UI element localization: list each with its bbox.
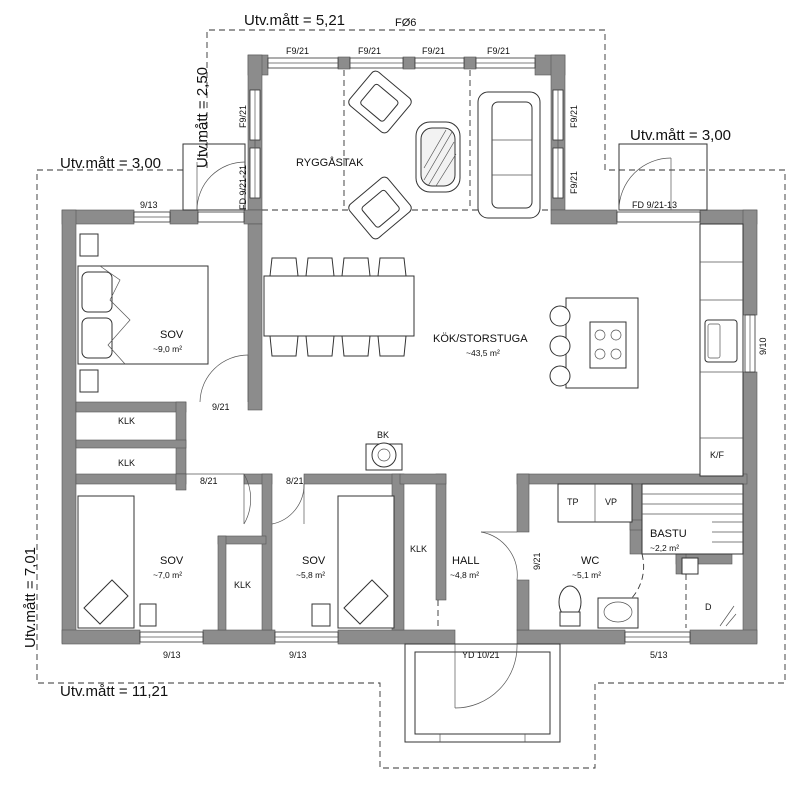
room-sov1-area: ~9,0 m² (153, 344, 182, 354)
main-windows (133, 211, 756, 643)
label-window-910: 9/10 (758, 337, 768, 355)
stove-symbol (365, 442, 403, 471)
label-fo6: FØ6 (395, 17, 416, 29)
roof-outline (36, 29, 786, 769)
closet-label-2: KLK (118, 458, 135, 468)
label-window-913-top: 9/13 (140, 200, 158, 210)
room-sov2-name: SOV (160, 555, 184, 567)
porch-top-windows (267, 57, 536, 69)
room-kitchen-name: KÖK/STORSTUGA (433, 333, 528, 345)
bed-single-1 (77, 495, 157, 629)
room-sov1-name: SOV (160, 329, 184, 341)
label-door-821-b: 8/21 (286, 476, 304, 486)
armchair-bottom (348, 176, 412, 240)
label-window-f921-right-1: F9/21 (569, 105, 579, 128)
room-bastu-area: ~2,2 m² (650, 543, 679, 553)
room-kitchen-area: ~43,5 m² (466, 348, 500, 358)
entrance-porch (404, 643, 561, 743)
dim-left-wing-width: Utv.mått = 3,00 (60, 155, 161, 172)
label-window-f921-2: F9/21 (358, 46, 381, 56)
sofa (477, 91, 541, 219)
room-porch-label: RYGGÅSTAK (296, 156, 364, 169)
label-window-f921-3: F9/21 (422, 46, 445, 56)
tp-label: TP (567, 497, 579, 507)
room-bastu-name: BASTU (650, 528, 687, 540)
wc-fixtures (557, 483, 639, 629)
room-sov2-area: ~7,0 m² (153, 570, 182, 580)
kitchen-island (549, 297, 639, 389)
label-door-yd1021: YD 10/21 (462, 650, 500, 660)
dim-top-annex-depth: Utv.mått = 2,50 (194, 67, 211, 168)
label-door-fd921-21: FD 9/21-21 (238, 165, 248, 210)
room-hall-area: ~4,8 m² (450, 570, 479, 580)
dusch-label: D (705, 602, 712, 612)
closet-label-3: KLK (234, 580, 251, 590)
room-wc-area: ~5,1 m² (572, 570, 601, 580)
side-entrances (182, 143, 708, 211)
dining-table (263, 257, 415, 357)
room-sov3-name: SOV (302, 555, 326, 567)
room-wc-name: WC (581, 555, 599, 567)
dim-right-wing-width: Utv.mått = 3,00 (630, 127, 731, 144)
label-window-f921-left: F9/21 (238, 105, 248, 128)
fridge-label: K/F (710, 450, 725, 460)
label-window-913-b: 9/13 (289, 650, 307, 660)
label-window-f921-right-2: F9/21 (569, 171, 579, 194)
label-window-913-a: 9/13 (163, 650, 181, 660)
interior-doors (186, 354, 645, 630)
label-window-f921-1: F9/21 (286, 46, 309, 56)
coffee-table (415, 121, 461, 193)
label-door-921-wc: 9/21 (532, 552, 542, 570)
bed-single-2 (311, 495, 395, 629)
stove-label: BK (377, 430, 389, 440)
armchair-top (348, 70, 412, 134)
dim-total-width: Utv.mått = 11,21 (60, 683, 168, 700)
dim-total-depth: Utv.mått = 7,01 (22, 547, 39, 648)
label-door-821-a: 8/21 (200, 476, 218, 486)
label-window-f921-4: F9/21 (487, 46, 510, 56)
vp-label: VP (605, 497, 617, 507)
label-door-921-sov: 9/21 (212, 402, 230, 412)
label-window-513: 5/13 (650, 650, 668, 660)
closet-label-4: KLK (410, 544, 427, 554)
label-door-fd921-13: FD 9/21-13 (632, 200, 677, 210)
room-sov3-area: ~5,8 m² (296, 570, 325, 580)
bed-double (77, 233, 209, 393)
closet-label-1: KLK (118, 416, 135, 426)
kitchen-counter (699, 223, 744, 477)
room-hall-name: HALL (452, 555, 480, 567)
sauna-benches (641, 483, 744, 628)
dim-top-annex-width: Utv.mått = 5,21 (244, 12, 345, 29)
porch-side-windows (249, 89, 564, 199)
